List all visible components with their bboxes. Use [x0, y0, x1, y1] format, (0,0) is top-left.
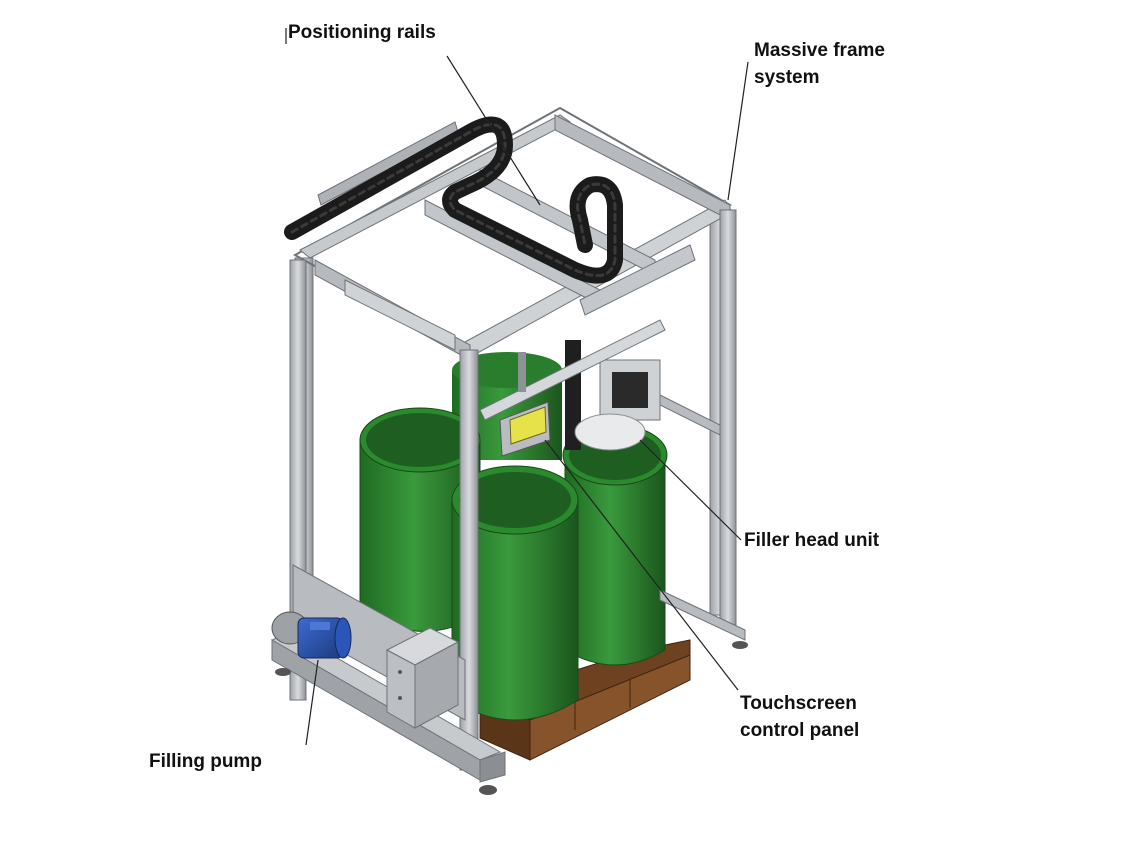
leader-lines	[285, 28, 749, 746]
barrel-right	[562, 424, 668, 666]
electrical-cabinet	[385, 627, 460, 729]
label-massive-frame-line1: Massive frame	[754, 40, 885, 61]
barrel-front	[451, 465, 579, 721]
leader-touchscreen	[544, 439, 739, 691]
label-massive-frame-system: Massive frame system	[754, 37, 885, 91]
label-massive-frame-line2: system	[754, 67, 820, 88]
label-touchscreen-line2: control panel	[740, 720, 860, 741]
filler-head-unit	[479, 244, 696, 451]
leader-massive-frame	[727, 61, 749, 201]
label-positioning-rails-text: Positioning rails	[288, 22, 436, 43]
label-touchscreen-control-panel: Touchscreen control panel	[740, 690, 859, 744]
label-filling-pump: Filling pump	[149, 748, 262, 775]
touchscreen-control-panel	[499, 401, 551, 457]
leader-filler-head	[639, 439, 742, 541]
leader-filling-pump	[305, 659, 319, 746]
leader-positioning-rails	[446, 55, 541, 206]
cable-chains	[284, 116, 623, 284]
label-touchscreen-line1: Touchscreen	[740, 693, 857, 714]
label-filling-pump-text: Filling pump	[149, 751, 262, 772]
label-filler-head-unit: Filler head unit	[744, 527, 879, 554]
barrel-left	[359, 407, 481, 632]
label-filler-head-unit-text: Filler head unit	[744, 530, 880, 551]
filling-pump	[271, 611, 352, 659]
frame-top	[292, 106, 733, 361]
barrels	[359, 352, 668, 721]
label-positioning-rails: Positioning rails	[288, 19, 436, 46]
